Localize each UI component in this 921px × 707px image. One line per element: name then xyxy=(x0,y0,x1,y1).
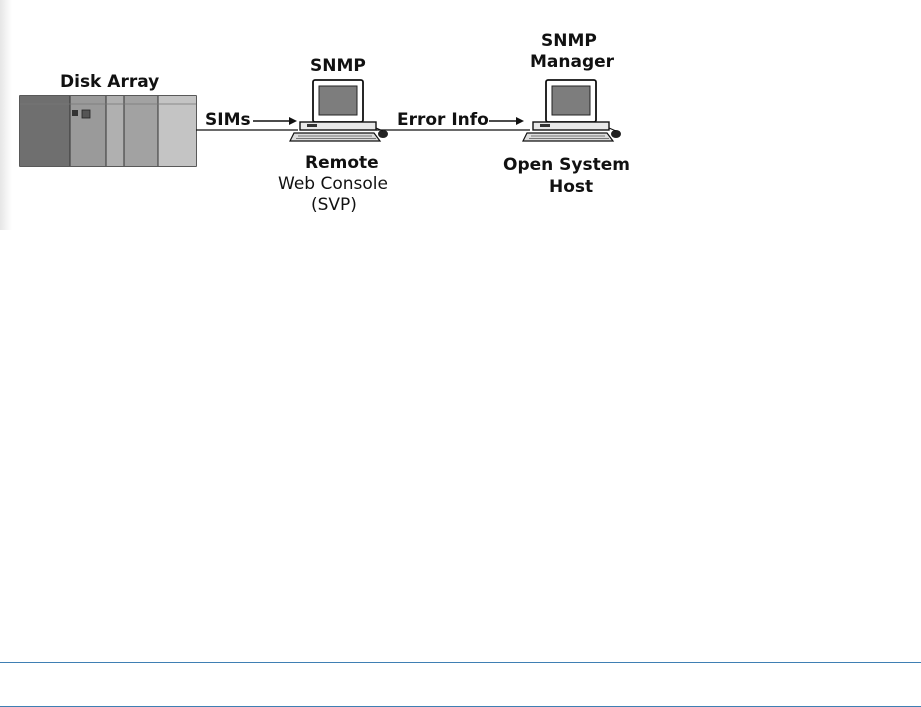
diagram-graphics xyxy=(19,79,621,167)
error-info-label: Error Info xyxy=(397,110,489,130)
page-edge-shadow xyxy=(0,0,12,230)
svp-computer-icon xyxy=(289,79,388,142)
sims-arrow xyxy=(253,117,297,125)
note-rule-top xyxy=(0,662,921,663)
disk-array-icon xyxy=(19,95,197,167)
disk-array-label: Disk Array xyxy=(60,72,160,92)
remote-console-line2: Web Console xyxy=(278,174,388,194)
open-system-host-line2: Host xyxy=(549,177,594,197)
snmp-architecture-diagram: Disk Array SIMs SNMP Error Info SNMP Man… xyxy=(0,0,921,240)
snmp-label: SNMP xyxy=(310,56,366,76)
sims-label: SIMs xyxy=(205,110,251,130)
host-computer-icon xyxy=(522,79,621,142)
snmp-manager-line2: Manager xyxy=(530,52,615,72)
remote-console-line1: Remote xyxy=(305,153,379,173)
error-info-arrow xyxy=(489,117,524,125)
open-system-host-line1: Open System xyxy=(503,155,630,175)
snmp-manager-line1: SNMP xyxy=(541,31,597,51)
remote-console-line3: (SVP) xyxy=(311,195,357,215)
